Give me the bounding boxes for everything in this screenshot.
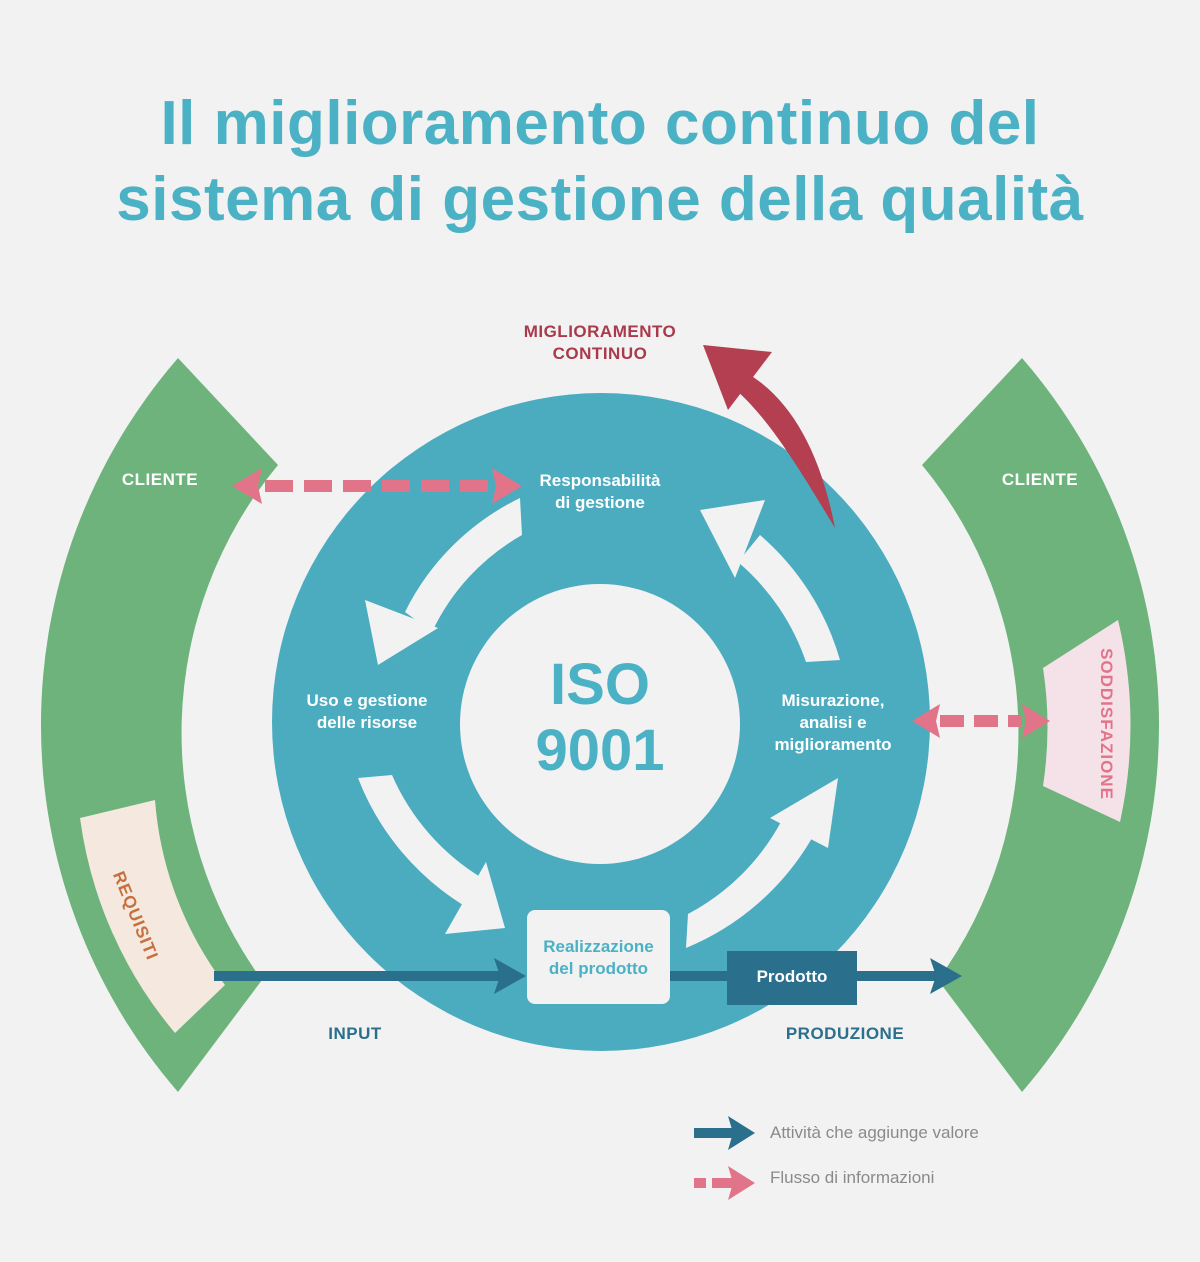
solid-arrow-icon: [694, 1116, 755, 1150]
responsabilita-line-2: di gestione: [555, 493, 645, 512]
risorse-line-1: Uso e gestione: [306, 691, 428, 710]
right-client-label: CLIENTE: [1001, 470, 1079, 489]
iso-line-2: 9001: [535, 718, 665, 783]
cycle-arrow-top-right: [700, 500, 840, 662]
cycle-arrow-bottom-left: [358, 775, 505, 934]
improvement-line-1: MIGLIORAMENTO: [523, 322, 677, 341]
continuous-improvement-arrow: [703, 345, 835, 528]
cycle-arrow-bottom-right: [686, 778, 838, 948]
realizzazione-line-1: Realizzazione: [543, 937, 654, 956]
prodotto-label: Prodotto: [756, 967, 828, 986]
legend-info-flow: Flusso di informazioni: [770, 1168, 935, 1187]
risorse-line-2: delle risorse: [316, 713, 418, 732]
value-flow-output-arrowhead: [930, 958, 962, 994]
soddisfazione-label: SODDISFAZIONE: [1096, 648, 1116, 800]
value-flow-mid-line: [670, 971, 730, 981]
legend-value-activity: Attività che aggiunge valore: [770, 1123, 979, 1142]
realizzazione-box: [527, 910, 670, 1004]
process-risorse: Uso e gestione delle risorse: [282, 690, 452, 734]
process-realizzazione: Realizzazione del prodotto: [527, 936, 670, 980]
improvement-line-2: CONTINUO: [552, 344, 648, 363]
info-arrowhead-left: [232, 468, 262, 504]
iso-center-circle: [460, 584, 740, 864]
cycle-arrow-top-left: [365, 498, 522, 665]
value-flow-output-line: [856, 971, 940, 981]
iso-line-1: ISO: [550, 652, 650, 717]
info-arrowhead-right-right: [1022, 704, 1050, 738]
page-title: Il miglioramento continuo del sistema di…: [0, 86, 1200, 238]
info-arrowhead-right-left: [912, 704, 940, 738]
value-flow-input-arrowhead: [494, 958, 526, 994]
misurazione-line-3: miglioramento: [774, 735, 892, 754]
iso-center-label: ISO 9001: [460, 652, 740, 784]
dashed-arrow-icon: [694, 1166, 755, 1200]
input-label: INPUT: [328, 1024, 382, 1043]
value-flow-input-line: [214, 971, 506, 981]
realizzazione-line-2: del prodotto: [548, 959, 649, 978]
misurazione-line-1: Misurazione,: [781, 691, 885, 710]
produzione-label: PRODUZIONE: [785, 1024, 905, 1043]
prodotto-box: [727, 951, 857, 1005]
info-arrowhead-right: [492, 468, 522, 504]
title-line-2: sistema di gestione della qualità: [116, 165, 1084, 234]
left-client-label: CLIENTE: [121, 470, 199, 489]
process-misurazione: Misurazione, analisi e miglioramento: [748, 690, 918, 756]
soddisfazione-box: [1043, 620, 1131, 822]
title-line-1: Il miglioramento continuo del: [160, 89, 1040, 158]
responsabilita-line-1: Responsabilità: [539, 471, 661, 490]
requisiti-box: [80, 800, 225, 1033]
process-responsabilita: Responsabilità di gestione: [500, 470, 700, 514]
left-client-arc: [40, 358, 278, 1092]
improvement-label: MIGLIORAMENTO CONTINUO: [500, 321, 700, 365]
misurazione-line-2: analisi e: [799, 713, 867, 732]
